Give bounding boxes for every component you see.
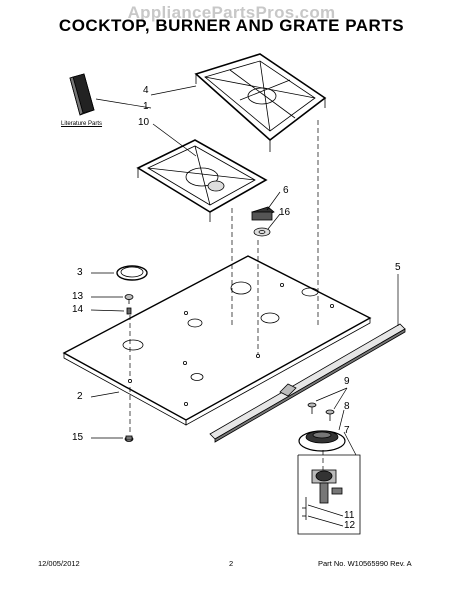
burner-knob	[251, 206, 275, 221]
screw	[124, 294, 134, 304]
callout-10: 10	[138, 117, 150, 128]
burner-ring	[253, 227, 271, 237]
large-grate	[194, 53, 327, 152]
callout-2: 2	[77, 391, 83, 402]
callout-8: 8	[344, 401, 350, 412]
callout-6: 6	[283, 185, 289, 196]
page-title: COCKTOP, BURNER AND GRATE PARTS	[58, 16, 405, 35]
callout-9: 9	[344, 376, 350, 387]
callout-4: 4	[143, 85, 149, 96]
watermark: AppliancePartsPros.com	[127, 3, 336, 22]
footer-part-number: Part No. W10565990 Rev. A	[318, 559, 412, 568]
callout-16: 16	[279, 207, 291, 218]
callout-12: 12	[344, 520, 356, 531]
callout-7: 7	[344, 425, 350, 436]
literature-parts-label: Literature Parts	[61, 121, 103, 127]
small-grate	[136, 139, 268, 222]
cooktop-panel	[62, 255, 372, 426]
callout-14: 14	[72, 304, 84, 315]
footer-page-number: 2	[229, 559, 234, 568]
callout-3: 3	[77, 267, 83, 278]
literature-booklet	[69, 73, 95, 116]
callout-13: 13	[72, 291, 84, 302]
panel-foot	[124, 435, 134, 442]
burner-cap	[116, 265, 148, 281]
callout-15: 15	[72, 432, 84, 443]
trim-strip	[209, 323, 406, 443]
callout-1: 1	[143, 101, 149, 112]
spring	[126, 307, 132, 315]
callout-5: 5	[395, 262, 401, 273]
screws-pair	[307, 402, 335, 421]
callout-11: 11	[344, 510, 355, 521]
valve-assembly	[297, 454, 361, 535]
burner-base	[298, 430, 346, 452]
footer-date: 12/005/2012	[38, 559, 80, 568]
